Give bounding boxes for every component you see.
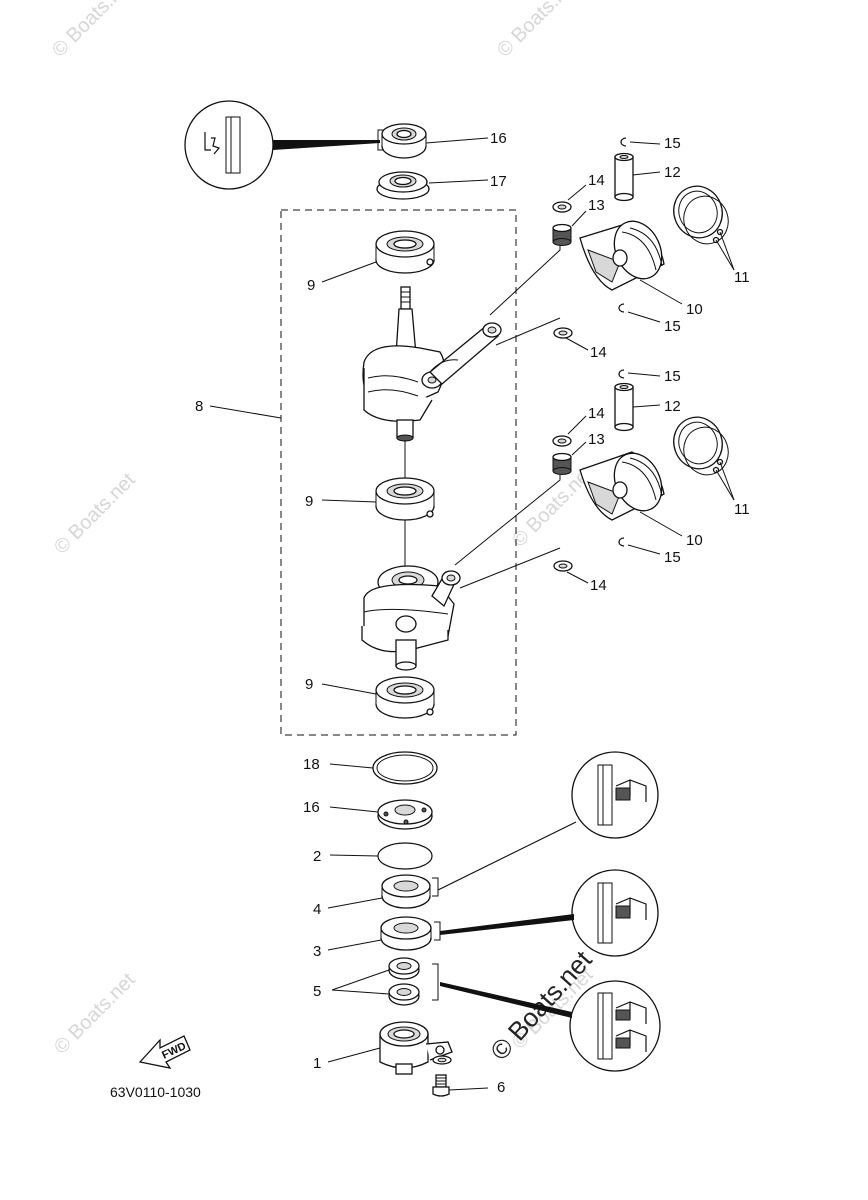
label-18: 18 (303, 756, 320, 773)
label-13-b: 13 (588, 431, 605, 448)
piston-rings-11-a (673, 185, 735, 271)
label-10-b: 10 (686, 532, 703, 549)
label-13-a: 13 (588, 197, 605, 214)
piston-10-a (579, 220, 683, 305)
detail-circle-seals-5 (440, 980, 661, 1072)
o-ring-2 (329, 842, 433, 870)
label-10-a: 10 (686, 301, 703, 318)
watermark: © Boats.net (48, 0, 138, 62)
label-2: 2 (313, 848, 321, 865)
bearing-housing-1 (327, 1021, 453, 1075)
label-16-bottom: 16 (303, 799, 320, 816)
oil-seal-16-top (377, 123, 489, 159)
label-15-a: 15 (664, 135, 681, 152)
label-11-a: 11 (734, 269, 750, 286)
label-9-b: 9 (305, 493, 313, 510)
label-15-c: 15 (664, 368, 681, 385)
o-ring-18 (329, 751, 438, 785)
piston-pin-12-b (614, 382, 661, 432)
label-15-d: 15 (664, 549, 681, 566)
label-5: 5 (313, 983, 321, 1000)
oil-seal-4 (327, 874, 439, 909)
bearing-9-middle (321, 477, 435, 568)
washer-14-b (553, 327, 589, 351)
label-12-a: 12 (664, 164, 681, 181)
washer-14-a (552, 184, 587, 213)
label-11-b: 11 (734, 501, 750, 518)
label-4: 4 (313, 901, 321, 918)
washer-14-c (552, 415, 587, 447)
label-3: 3 (313, 943, 321, 960)
piston-pin-12-a (614, 152, 661, 202)
watermark: © Boats.net (493, 0, 583, 62)
piston-clip-15-c (618, 369, 661, 379)
label-14-b: 14 (590, 344, 607, 361)
oil-seal-housing-16-bottom (329, 799, 433, 830)
label-9-c: 9 (305, 676, 313, 693)
seal-housing-17 (376, 171, 489, 200)
piston-rings-11-b (673, 416, 735, 501)
label-1: 1 (313, 1055, 321, 1072)
connecting-rod-upper (429, 245, 561, 385)
detail-circle-grease-top (184, 100, 380, 190)
piston-clip-15-a (620, 137, 661, 147)
watermark: © Boats.net (50, 469, 140, 559)
piston-clip-15-d (618, 537, 661, 555)
label-16-top: 16 (490, 130, 507, 147)
piston-clip-15-b (618, 303, 661, 323)
detail-circle-seal-4 (437, 751, 659, 891)
label-17: 17 (490, 173, 507, 190)
washer-14-d (553, 560, 589, 584)
crankshaft-assembly-box (280, 209, 517, 736)
label-15-b: 15 (664, 318, 681, 335)
detail-circle-seal-3 (440, 869, 659, 957)
label-9-a: 9 (307, 277, 315, 294)
connecting-rod-lower (431, 475, 561, 608)
label-12-b: 12 (664, 398, 681, 415)
crankshaft-upper (362, 286, 446, 484)
washer-6 (432, 1055, 452, 1065)
crankshaft-lower (361, 565, 455, 671)
label-14-d: 14 (590, 577, 607, 594)
label-6: 6 (497, 1079, 505, 1096)
oil-seal-3 (327, 916, 441, 951)
piston-10-b (579, 451, 683, 537)
bearing-9-bottom (321, 676, 435, 719)
bearing-9-top (321, 230, 435, 283)
label-14-c: 14 (588, 405, 605, 422)
oil-seals-5 (331, 957, 439, 1006)
needle-bearing-13-b (552, 441, 587, 475)
bolt-6 (432, 1074, 489, 1097)
label-14-a: 14 (588, 172, 605, 189)
diagram-code: 63V0110-1030 (110, 1084, 201, 1100)
label-8: 8 (195, 398, 203, 415)
watermark: © Boats.net (50, 969, 140, 1059)
needle-bearing-13-a (552, 210, 587, 246)
fwd-arrow-icon: FWD (138, 1035, 191, 1069)
